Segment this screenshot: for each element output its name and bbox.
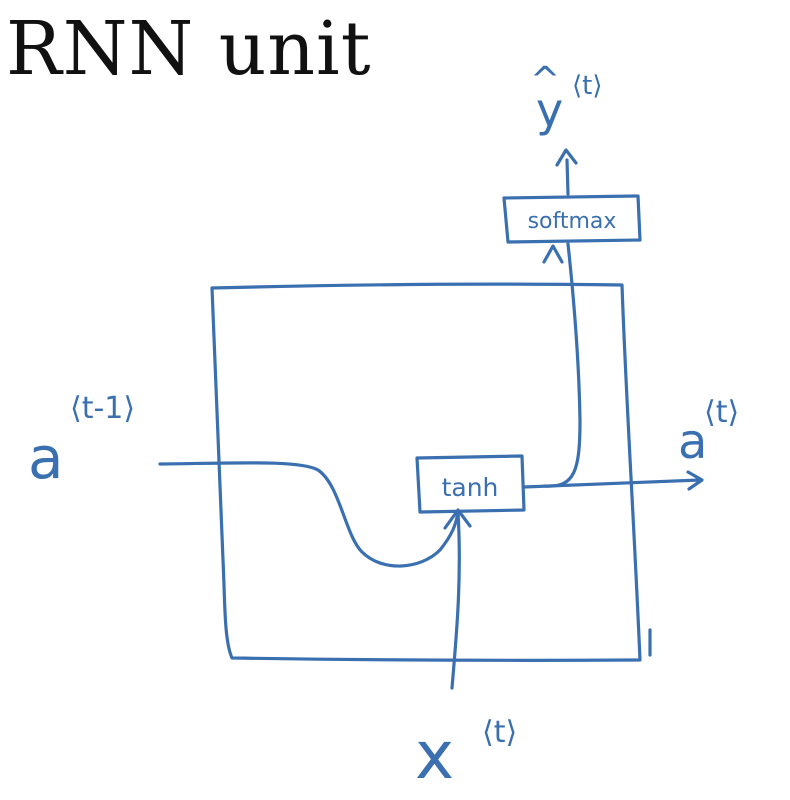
- x-input-label: x: [415, 717, 454, 794]
- tanh-label: tanh: [442, 473, 499, 502]
- x-input-connection: [450, 510, 461, 690]
- y-hat-superscript: ⟨t⟩: [572, 71, 602, 101]
- softmax-label: softmax: [528, 209, 617, 234]
- a-next-superscript: ⟨t⟩: [704, 395, 739, 430]
- y-hat-label: y: [536, 83, 563, 137]
- a-next-arrowhead: [686, 470, 704, 491]
- a-next-label: a: [678, 414, 707, 470]
- x-input-superscript: ⟨t⟩: [482, 715, 517, 750]
- a-prev-superscript: ⟨t-1⟩: [70, 391, 135, 426]
- cell-box: [210, 282, 642, 662]
- a-prev-connection: [158, 461, 460, 568]
- tanh-box: [415, 454, 526, 514]
- a-prev-label: a: [28, 424, 64, 492]
- y-hat-arrowhead: [555, 148, 578, 167]
- y-hat-caret: ^: [530, 60, 560, 101]
- softmax-arrowhead: [542, 244, 564, 264]
- softmax-connection: [543, 242, 582, 488]
- softmax-box: [502, 194, 642, 244]
- page-title: RNN unit: [6, 6, 372, 92]
- y-hat-connection: [565, 158, 570, 196]
